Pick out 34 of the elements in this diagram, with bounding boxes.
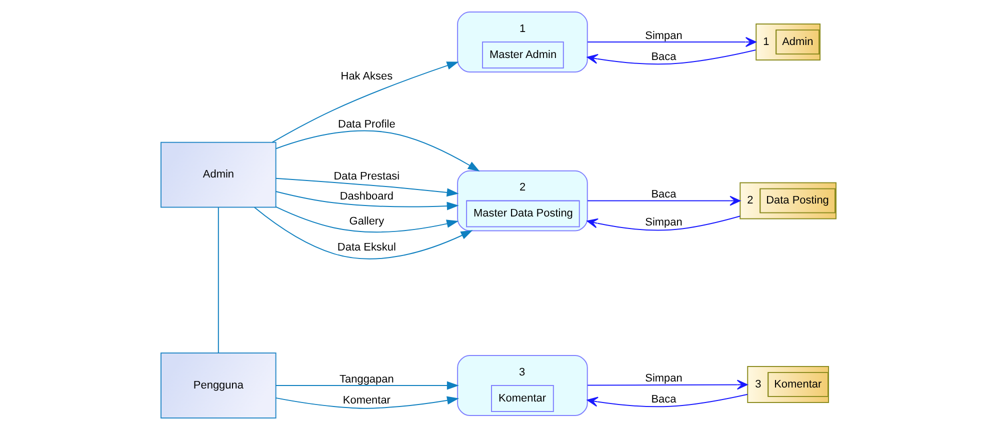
- node-box: 3 Komentar: [456, 355, 588, 416]
- node-box: 1 Master Admin: [456, 12, 588, 72]
- arrow: [586, 394, 748, 408]
- arrow: [274, 381, 458, 390]
- node-box: 2 Master Data Posting: [456, 170, 588, 232]
- arrow: [274, 206, 458, 232]
- edge-label: Simpan: [644, 372, 682, 384]
- edge-label: Data Prestasi: [333, 170, 400, 183]
- connector: [217, 207, 218, 354]
- arrow: [274, 396, 459, 409]
- edge-label: Baca: [650, 188, 676, 201]
- edge-label: Simpan: [644, 30, 682, 42]
- arrow: [586, 380, 748, 390]
- edge-label: Gallery: [348, 216, 384, 228]
- edge-label: Data Profile: [338, 118, 395, 131]
- edge-label: Simpan: [644, 216, 682, 229]
- arrow: [274, 178, 458, 197]
- arrow: [274, 190, 458, 210]
- arrow: [275, 130, 480, 172]
- edge-label: Data Ekskul: [336, 242, 396, 254]
- arrow: [253, 206, 472, 260]
- arrow: [586, 216, 740, 231]
- edge-label: Hak Akses: [340, 70, 392, 83]
- edge-label: Baca: [650, 50, 676, 63]
- edge-label: Komentar: [342, 394, 390, 406]
- arrow: [586, 37, 756, 47]
- edge-label: Baca: [650, 393, 676, 406]
- node-box: Admin: [160, 142, 276, 208]
- edge-label: Dashboard: [339, 190, 394, 203]
- arrow: [586, 196, 740, 206]
- arrow: [586, 49, 756, 65]
- node-box: Pengguna: [160, 352, 276, 418]
- arrow: [271, 62, 458, 143]
- edge-label: Tanggapan: [339, 373, 394, 386]
